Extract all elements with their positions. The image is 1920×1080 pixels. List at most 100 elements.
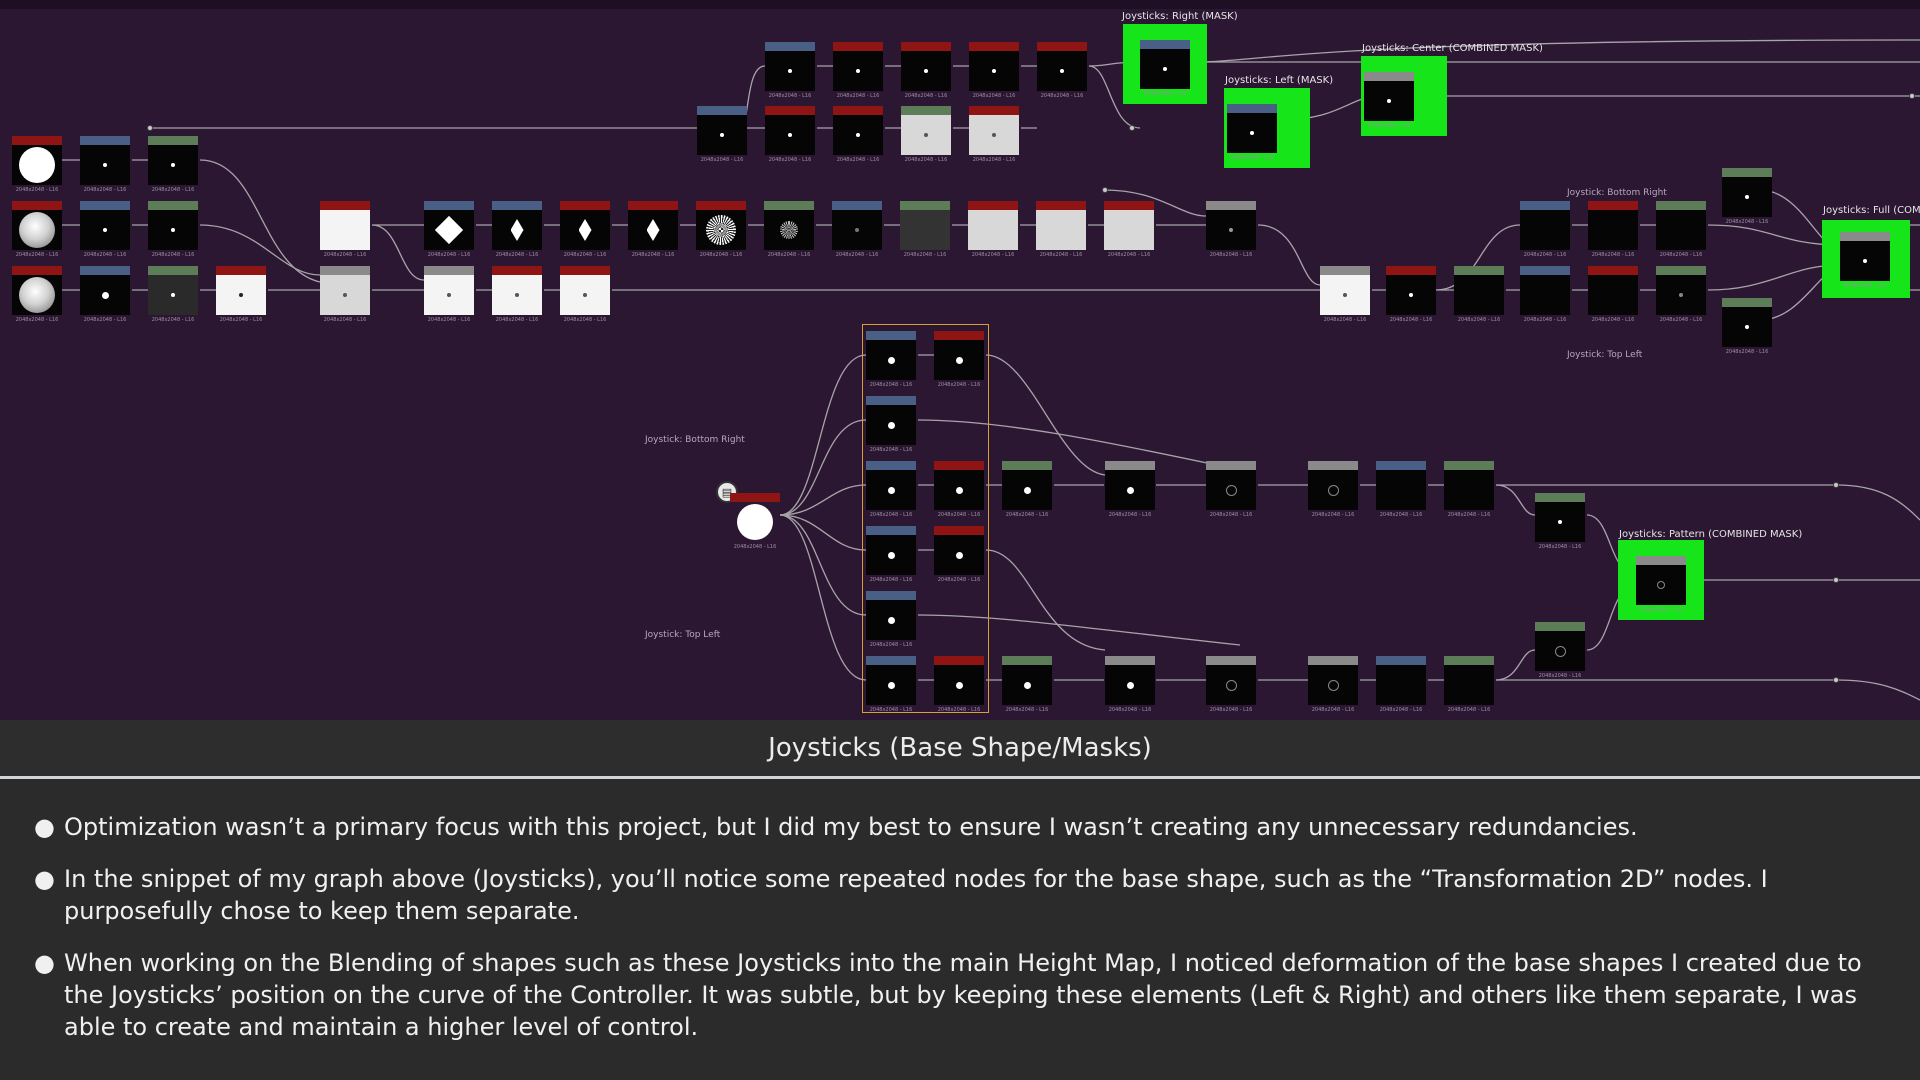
graph-node[interactable]: 2048x2048 - L16 <box>1454 266 1504 324</box>
bullet-icon: ● <box>34 949 55 977</box>
note-text: When working on the Blending of shapes s… <box>64 949 1862 1041</box>
bullet-icon: ● <box>34 865 55 893</box>
graph-node[interactable]: 2048x2048 - L16 <box>1376 461 1426 519</box>
graph-node[interactable]: 2048x2048 - L16 <box>80 136 130 194</box>
graph-node[interactable]: 2048x2048 - L16 <box>12 201 62 259</box>
graph-node[interactable]: 2048x2048 - L16 <box>1656 201 1706 259</box>
graph-node[interactable]: 2048x2048 - L16 <box>1105 656 1155 714</box>
graph-top-bar <box>0 0 1920 9</box>
graph-node[interactable]: 2048x2048 - L16 <box>1376 656 1426 714</box>
graph-node[interactable]: 2048x2048 - L16 <box>424 201 474 259</box>
graph-node[interactable]: 2048x2048 - L16 <box>968 201 1018 259</box>
node-port[interactable] <box>1102 187 1108 193</box>
graph-node[interactable]: 2048x2048 - L16 <box>866 461 916 519</box>
side-label-bottom-right-upper: Joystick: Bottom Right <box>1567 188 1667 198</box>
graph-node[interactable]: 2048x2048 - L16 <box>866 331 916 389</box>
graph-node[interactable]: 2048x2048 - L16 <box>424 266 474 324</box>
graph-node[interactable]: 2048x2048 - L16 <box>764 201 814 259</box>
graph-node[interactable]: 2048x2048 - L16 <box>320 266 370 324</box>
side-label-bottom-right-lower: Joystick: Bottom Right <box>645 435 745 445</box>
graph-node[interactable]: 2048x2048 - L16 <box>1320 266 1370 324</box>
graph-node[interactable]: 2048x2048 - L16 <box>1535 622 1585 680</box>
graph-node[interactable]: 2048x2048 - L16 <box>12 136 62 194</box>
graph-node[interactable]: 2048x2048 - L16 <box>492 266 542 324</box>
graph-node[interactable]: 2048x2048 - L16 <box>833 42 883 100</box>
graph-node[interactable]: 2048x2048 - L16 <box>1227 104 1277 162</box>
graph-node[interactable]: 2048x2048 - L16 <box>80 266 130 324</box>
graph-node[interactable]: 2048x2048 - L16 <box>320 201 370 259</box>
list-item: ● When working on the Blending of shapes … <box>34 947 1884 1043</box>
node-port[interactable] <box>1909 93 1915 99</box>
graph-node[interactable]: 2048x2048 - L16 <box>1206 461 1256 519</box>
node-graph-canvas[interactable]: Joysticks: Right (MASK) Joysticks: Cente… <box>0 0 1920 720</box>
graph-node[interactable]: 2048x2048 - L16 <box>1520 201 1570 259</box>
graph-node[interactable]: 2048x2048 - L16 <box>148 136 198 194</box>
graph-node[interactable]: 2048x2048 - L16 <box>80 201 130 259</box>
caption-bar: Joysticks (Base Shape/Masks) <box>0 720 1920 776</box>
graph-node[interactable]: 2048x2048 - L16 <box>1656 266 1706 324</box>
graph-node[interactable]: 2048x2048 - L16 <box>1722 168 1772 226</box>
graph-node[interactable]: 2048x2048 - L16 <box>1444 461 1494 519</box>
graph-node[interactable]: 2048x2048 - L16 <box>216 266 266 324</box>
graph-node[interactable]: 2048x2048 - L16 <box>1520 266 1570 324</box>
graph-node[interactable]: 2048x2048 - L16 <box>1722 298 1772 356</box>
graph-node[interactable]: 2048x2048 - L16 <box>1036 201 1086 259</box>
node-port[interactable] <box>1833 482 1839 488</box>
graph-node[interactable]: 2048x2048 - L16 <box>969 42 1019 100</box>
graph-node[interactable]: 2048x2048 - L16 <box>1104 201 1154 259</box>
graph-node[interactable]: 2048x2048 - L16 <box>866 591 916 649</box>
graph-node[interactable]: 2048x2048 - L16 <box>697 106 747 164</box>
graph-node[interactable]: 2048x2048 - L16 <box>934 526 984 584</box>
graph-node[interactable]: 2048x2048 - L16 <box>1206 201 1256 259</box>
graph-node[interactable]: 2048x2048 - L16 <box>1535 493 1585 551</box>
graph-node[interactable]: 2048x2048 - L16 <box>148 266 198 324</box>
notes-section: ●Optimization wasn’t a primary focus wit… <box>0 779 1920 1080</box>
graph-node[interactable]: 2048x2048 - L16 <box>765 106 815 164</box>
graph-node[interactable]: 2048x2048 - L16 <box>492 201 542 259</box>
graph-node[interactable]: 2048x2048 - L16 <box>628 201 678 259</box>
list-item: ● In the snippet of my graph above (Joyst… <box>34 863 1884 927</box>
note-text: In the snippet of my graph above (Joysti… <box>64 865 1768 925</box>
node-port[interactable] <box>1833 577 1839 583</box>
graph-node[interactable]: 2048x2048 - L16 <box>696 201 746 259</box>
graph-node[interactable]: 2048x2048 - L16 <box>1386 266 1436 324</box>
graph-node[interactable]: 2048x2048 - L16 <box>1002 656 1052 714</box>
graph-node[interactable]: 2048x2048 - L16 <box>1364 72 1414 130</box>
graph-node[interactable]: 2048x2048 - L16 <box>866 656 916 714</box>
node-port[interactable] <box>1833 677 1839 683</box>
graph-node[interactable]: 2048x2048 - L16 <box>866 396 916 454</box>
graph-node[interactable]: 2048x2048 - L16 <box>560 266 610 324</box>
graph-node[interactable]: 2048x2048 - L16 <box>1002 461 1052 519</box>
graph-node[interactable]: 2048x2048 - L16 <box>901 106 951 164</box>
graph-node[interactable]: 2048x2048 - L16 <box>730 493 780 551</box>
graph-node[interactable]: 2048x2048 - L16 <box>1308 461 1358 519</box>
graph-node[interactable]: 2048x2048 - L16 <box>900 201 950 259</box>
graph-node[interactable]: 2048x2048 - L16 <box>1308 656 1358 714</box>
graph-node[interactable]: 2048x2048 - L16 <box>1588 201 1638 259</box>
graph-node[interactable]: 2048x2048 - L16 <box>969 106 1019 164</box>
graph-node[interactable]: 2048x2048 - L16 <box>148 201 198 259</box>
bullet-icon: ● <box>34 813 55 841</box>
graph-node[interactable]: 2048x2048 - L16 <box>866 526 916 584</box>
node-port[interactable] <box>1129 125 1135 131</box>
graph-node[interactable]: 2048x2048 - L16 <box>1588 266 1638 324</box>
graph-node[interactable]: 2048x2048 - L16 <box>934 461 984 519</box>
graph-node[interactable]: 2048x2048 - L16 <box>1636 556 1686 614</box>
graph-node[interactable]: 2048x2048 - L16 <box>832 201 882 259</box>
graph-node[interactable]: 2048x2048 - L16 <box>1140 40 1190 98</box>
graph-node[interactable]: 2048x2048 - L16 <box>1206 656 1256 714</box>
graph-node[interactable]: 2048x2048 - L16 <box>1444 656 1494 714</box>
side-label-top-left-upper: Joystick: Top Left <box>1567 350 1643 360</box>
graph-node[interactable]: 2048x2048 - L16 <box>1105 461 1155 519</box>
graph-node[interactable]: 2048x2048 - L16 <box>1037 42 1087 100</box>
graph-node[interactable]: 2048x2048 - L16 <box>934 656 984 714</box>
graph-node[interactable]: 2048x2048 - L16 <box>560 201 610 259</box>
graph-node[interactable]: 2048x2048 - L16 <box>934 331 984 389</box>
node-port[interactable] <box>147 125 153 131</box>
graph-node[interactable]: 2048x2048 - L16 <box>12 266 62 324</box>
list-item: ●Optimization wasn’t a primary focus wit… <box>34 811 1884 843</box>
graph-node[interactable]: 2048x2048 - L16 <box>1840 232 1890 290</box>
graph-node[interactable]: 2048x2048 - L16 <box>833 106 883 164</box>
graph-node[interactable]: 2048x2048 - L16 <box>901 42 951 100</box>
graph-node[interactable]: 2048x2048 - L16 <box>765 42 815 100</box>
